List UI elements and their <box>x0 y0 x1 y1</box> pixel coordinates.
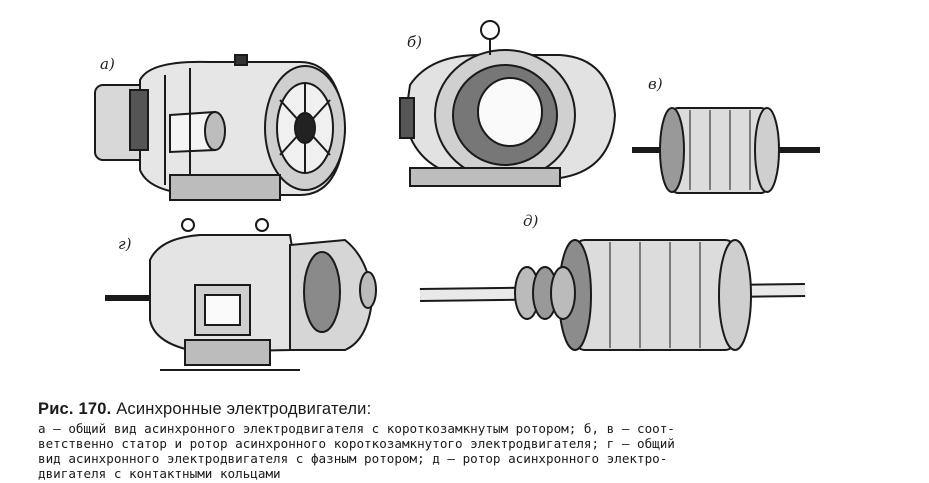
label-d: д) <box>523 212 539 230</box>
caption-number: Рис. 170. <box>38 400 112 418</box>
label-b: б) <box>407 33 423 51</box>
motor-g-illustration <box>105 218 377 371</box>
caption-line: а — общий вид асинхронного электродвигат… <box>38 421 675 436</box>
caption-line: ветственно статор и ротор асинхронного к… <box>38 436 675 451</box>
caption-title-text: Асинхронные электродвигатели: <box>116 400 372 418</box>
caption-line: двигателя с контактными кольцами <box>38 466 281 481</box>
stator-b-illustration <box>399 20 617 187</box>
caption-line: вид асинхронного электродвигателя с фазн… <box>38 451 668 466</box>
label-v: в) <box>648 75 663 93</box>
label-a: а) <box>100 55 115 73</box>
figure-illustrations <box>94 20 820 371</box>
rotor-d-illustration <box>419 239 806 351</box>
figure-caption: Рис. 170. Асинхронные электродвигатели: … <box>38 400 918 481</box>
label-g: г) <box>118 235 132 253</box>
caption-title: Рис. 170. Асинхронные электродвигатели: <box>38 400 918 419</box>
rotor-v-illustration <box>632 107 820 194</box>
motor-a-illustration <box>94 54 347 201</box>
